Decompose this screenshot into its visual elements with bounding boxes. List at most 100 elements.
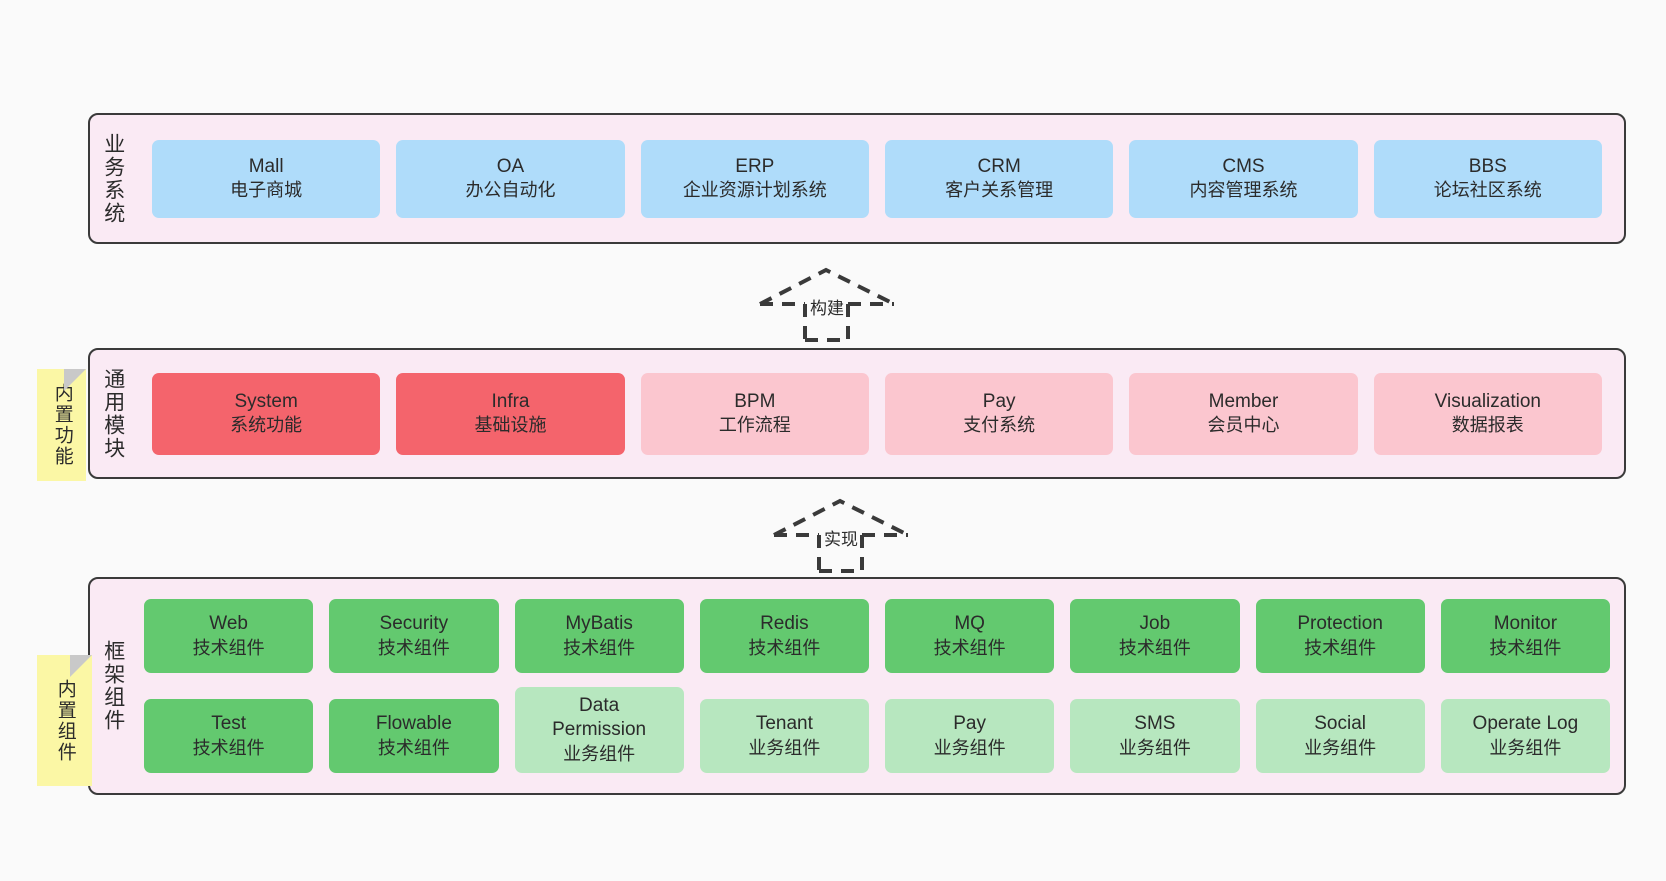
box-cn-label: 系统功能 [230,415,303,436]
box-en-label: Monitor [1493,613,1558,635]
framework-box-redis[interactable]: Redis 技术组件 [699,599,869,673]
module-box-infra[interactable]: Infra 基础设施 [396,372,625,455]
box-en-label: Operate Log [1472,713,1579,735]
box-cn-label: 业务组件 [933,737,1006,758]
framework-box-security[interactable]: Security 技术组件 [329,599,499,673]
framework-box-job[interactable]: Job 技术组件 [1070,599,1240,673]
layer-business-systems: 业务系统 Mall 电子商城 OA 办公自动化 ERP 企业资源计划系统 CRM… [88,113,1626,244]
box-en-label: Visualization [1434,390,1541,412]
build-arrow-icon [759,267,895,342]
box-cn-label: 客户关系管理 [945,180,1054,201]
box-en-label: MQ [954,613,985,635]
layer-framework-components: 框架组件 Web 技术组件 Security 技术组件 MyBatis 技术组件… [88,577,1626,795]
framework-box-protection[interactable]: Protection 技术组件 [1255,599,1425,673]
box-en-label: Security [379,613,449,635]
box-en-label: ERP [735,155,775,177]
box-en-label: Tenant [755,713,813,735]
connector-build: 构建 [752,258,904,342]
framework-box-web[interactable]: Web 技术组件 [144,599,314,673]
box-en-label: CRM [977,155,1021,177]
box-en-label: Job [1139,613,1171,635]
business-box-mall[interactable]: Mall 电子商城 [152,139,381,218]
box-cn-label: 支付系统 [963,415,1036,436]
box-cn-label: 技术组件 [192,737,265,758]
sticky-note-builtin-components: 内置组件 [37,655,92,786]
box-en-label: Pay [982,390,1016,412]
box-cn-label: 技术组件 [1304,637,1377,658]
box-cn-label: 技术组件 [1118,637,1191,658]
layer-title-business-systems: 业务系统 [101,132,125,225]
box-cn-label: 内容管理系统 [1189,180,1298,201]
box-en-label: Web [209,613,248,635]
box-cn-label: 技术组件 [1489,637,1562,658]
implement-arrow-icon [773,498,909,573]
connector-implement: 实现 [766,489,918,573]
business-box-cms[interactable]: CMS 内容管理系统 [1129,139,1358,218]
note-fold-icon [70,655,92,677]
module-box-visualization[interactable]: Visualization 数据报表 [1373,372,1602,455]
framework-box-sms[interactable]: SMS 业务组件 [1070,699,1240,773]
box-cn-label: 技术组件 [933,637,1006,658]
sticky-note-builtin-features: 内置功能 [37,369,86,481]
framework-box-pay[interactable]: Pay 业务组件 [885,699,1055,773]
box-cn-label: 业务组件 [748,737,821,758]
framework-box-monitor[interactable]: Monitor 技术组件 [1440,599,1610,673]
framework-box-flowable[interactable]: Flowable 技术组件 [329,699,499,773]
box-en-label: BPM [734,390,776,412]
box-en-label: BBS [1468,155,1507,177]
module-box-bpm[interactable]: BPM 工作流程 [640,372,869,455]
framework-box-data-permission[interactable]: Data Permission 业务组件 [514,687,684,773]
box-cn-label: 业务组件 [563,743,636,764]
common-modules-box-row: System 系统功能 Infra 基础设施 BPM 工作流程 Pay 支付系统… [136,350,1624,477]
framework-row-business: Test 技术组件 Flowable 技术组件 Data Permission … [144,687,1610,773]
layer-title-common-modules: 通用模块 [101,367,125,460]
business-systems-box-row: Mall 电子商城 OA 办公自动化 ERP 企业资源计划系统 CRM 客户关系… [136,115,1624,242]
business-box-crm[interactable]: CRM 客户关系管理 [884,139,1114,218]
box-cn-label: 办公自动化 [465,180,556,201]
business-box-erp[interactable]: ERP 企业资源计划系统 [640,139,869,218]
framework-box-mybatis[interactable]: MyBatis 技术组件 [514,599,684,673]
box-en-label: Protection [1297,613,1383,635]
box-en-label: CMS [1222,155,1265,177]
sticky-note-label: 内置功能 [51,383,73,467]
connector-implement-label: 实现 [824,530,858,549]
box-en-label: System [234,390,298,412]
module-box-system[interactable]: System 系统功能 [152,372,381,455]
sticky-note-label: 内置组件 [54,678,76,763]
layer-title-framework-components: 框架组件 [101,640,125,732]
box-cn-label: 论坛社区系统 [1433,180,1542,201]
box-cn-label: 技术组件 [192,637,265,658]
framework-box-tenant[interactable]: Tenant 业务组件 [699,699,869,773]
box-en-label: Infra [491,390,530,412]
framework-components-grid: Web 技术组件 Security 技术组件 MyBatis 技术组件 Redi… [136,579,1624,793]
box-cn-label: 企业资源计划系统 [682,180,827,201]
box-en-label: Member [1208,390,1279,412]
framework-box-operate-log[interactable]: Operate Log 业务组件 [1440,699,1610,773]
framework-box-mq[interactable]: MQ 技术组件 [885,599,1055,673]
module-box-member[interactable]: Member 会员中心 [1129,372,1358,455]
framework-box-test[interactable]: Test 技术组件 [144,699,314,773]
framework-row-technical: Web 技术组件 Security 技术组件 MyBatis 技术组件 Redi… [144,599,1610,673]
box-cn-label: 会员中心 [1207,415,1280,436]
box-cn-label: 基础设施 [474,415,547,436]
box-cn-label: 业务组件 [1118,737,1191,758]
box-cn-label: 技术组件 [377,737,450,758]
box-en-label: Pay [953,713,986,735]
connector-build-label: 构建 [810,299,844,318]
module-box-pay[interactable]: Pay 支付系统 [884,372,1114,455]
box-en-label: OA [496,155,525,177]
note-fold-icon [64,369,86,391]
box-cn-label: 业务组件 [1304,737,1377,758]
business-box-bbs[interactable]: BBS 论坛社区系统 [1373,139,1602,218]
layer-common-modules: 通用模块 System 系统功能 Infra 基础设施 BPM 工作流程 Pay… [88,348,1626,479]
box-en-label: Social [1314,713,1366,735]
box-en-label: SMS [1134,713,1176,735]
box-cn-label: 业务组件 [1489,737,1562,758]
framework-box-social[interactable]: Social 业务组件 [1255,699,1425,773]
business-box-oa[interactable]: OA 办公自动化 [396,139,625,218]
box-cn-label: 技术组件 [563,637,636,658]
box-en-label: Data Permission [552,695,647,741]
box-cn-label: 工作流程 [718,415,791,436]
box-en-label: MyBatis [565,613,633,635]
